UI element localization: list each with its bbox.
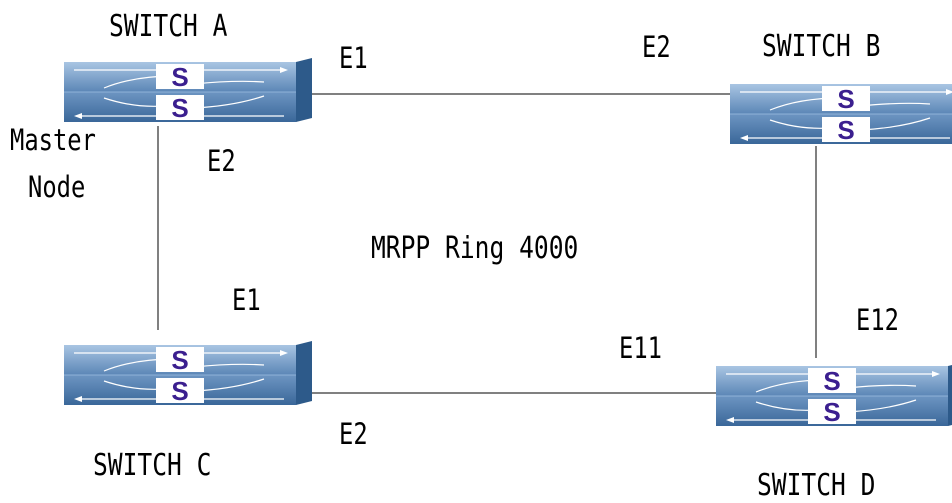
switch-a-badge-top: S [171, 62, 188, 92]
switch-d-badge-bottom: S [823, 397, 840, 427]
switch-b-badge-bottom: S [837, 115, 854, 145]
port-label-b-e2: E2 [642, 30, 671, 64]
switch-c-badge-top: S [171, 345, 188, 375]
port-label-a-e2: E2 [207, 144, 236, 178]
port-label-a-e1: E1 [339, 41, 368, 75]
switch-c-icon: S S [63, 340, 313, 406]
switch-a-label: SWITCH A [109, 9, 228, 44]
switch-b-badge-top: S [837, 84, 854, 114]
switch-d-label: SWITCH D [757, 468, 876, 503]
switch-d-badge-top: S [823, 366, 840, 396]
switch-c-badge-bottom: S [171, 376, 188, 406]
port-label-d-e11: E11 [619, 331, 662, 365]
switch-b-label: SWITCH B [762, 29, 881, 64]
ring-label: MRPP Ring 4000 [371, 231, 579, 266]
switch-a-badge-bottom: S [171, 93, 188, 123]
switch-b-icon: S S [729, 79, 952, 145]
switch-d-icon: S S [715, 361, 952, 427]
switch-a-icon: S S [63, 57, 313, 123]
master-node-label-line1: Master [10, 123, 96, 157]
port-label-c-e1: E1 [232, 283, 261, 317]
switch-c-label: SWITCH C [93, 448, 212, 483]
master-node-label-line2: Node [28, 170, 86, 204]
port-label-c-e2: E2 [339, 417, 368, 451]
port-label-d-e12: E12 [856, 303, 899, 337]
